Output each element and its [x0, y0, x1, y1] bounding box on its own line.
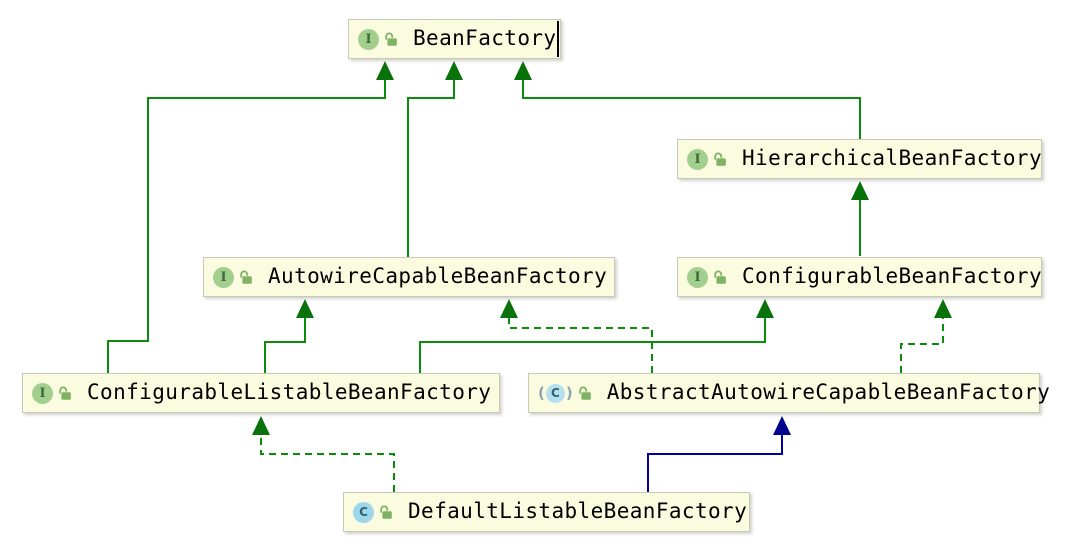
class-name-label: ConfigurableListableBeanFactory [87, 379, 492, 404]
edge-extends-configurablelistablebeanfactory-to-autowirecapablebeanfactory [264, 317, 306, 373]
unlocked-padlock-icon [238, 269, 254, 285]
unlocked-padlock-icon [383, 31, 399, 47]
class-node-defaultlistablebeanfactory[interactable]: C DefaultListableBeanFactory [343, 492, 750, 532]
inheritance-arrowhead-icon [756, 299, 774, 318]
edge-extends-defaultlistablebeanfactory-to-abstractautowirecapablebeanfactory [647, 434, 783, 492]
edge-implements-abstractautowirecapablebeanfactory-to-configurablebeanfactory [900, 317, 944, 373]
abstract-class-icon: ) [565, 383, 573, 402]
unlocked-padlock-icon [378, 504, 394, 520]
abstract-class-icon: C [545, 383, 565, 403]
inheritance-arrowhead-icon [376, 61, 394, 80]
edge-extends-hierarchicalbeanfactory-to-beanfactory [522, 80, 861, 139]
class-name-label: DefaultListableBeanFactory [408, 498, 748, 523]
unlocked-padlock-icon [577, 385, 593, 401]
inheritance-arrowhead-icon [252, 416, 270, 435]
inheritance-arrowhead-icon [851, 181, 869, 200]
class-node-configurablelistablebeanfactory[interactable]: I ConfigurableListableBeanFactory [22, 373, 500, 413]
class-node-abstractautowirecapablebeanfactory[interactable]: ( C ) AbstractAutowireCapableBeanFactory [528, 373, 1050, 413]
unlocked-padlock-icon [57, 385, 73, 401]
text-caret [557, 21, 559, 57]
unlocked-padlock-icon [712, 151, 728, 167]
interface-icon: I [358, 28, 379, 50]
class-node-beanfactory[interactable]: I BeanFactory [348, 19, 561, 59]
inheritance-arrowhead-icon [500, 299, 518, 318]
edge-implements-defaultlistablebeanfactory-to-configurablelistablebeanfactory [260, 434, 395, 492]
class-icon: C [353, 501, 374, 523]
unlocked-padlock-icon [712, 269, 728, 285]
abstract-class-icon: ( [538, 383, 545, 402]
class-name-label: HierarchicalBeanFactory [742, 145, 1042, 170]
class-name-label: BeanFactory [413, 25, 557, 50]
edge-extends-configurablelistablebeanfactory-to-beanfactory [107, 80, 386, 373]
interface-icon: I [213, 266, 234, 288]
class-name-label: ConfigurableBeanFactory [742, 263, 1042, 288]
class-node-autowirecapablebeanfactory[interactable]: I AutowireCapableBeanFactory [203, 257, 615, 297]
interface-icon: I [32, 382, 53, 404]
edge-extends-configurablelistablebeanfactory-to-configurablebeanfactory [419, 317, 766, 373]
class-name-label: AbstractAutowireCapableBeanFactory [606, 379, 1051, 404]
class-node-configurablebeanfactory[interactable]: I ConfigurableBeanFactory [677, 257, 1042, 297]
inheritance-arrowhead-icon [934, 299, 952, 318]
interface-icon: I [687, 148, 708, 170]
inheritance-arrowhead-icon [514, 61, 532, 80]
inheritance-arrowhead-icon [773, 416, 791, 435]
inheritance-arrowhead-icon [296, 299, 314, 318]
edge-extends-autowirecapablebeanfactory-to-beanfactory [407, 80, 455, 257]
class-name-label: AutowireCapableBeanFactory [268, 263, 608, 288]
class-node-hierarchicalbeanfactory[interactable]: I HierarchicalBeanFactory [677, 139, 1042, 179]
inheritance-arrowhead-icon [445, 61, 463, 80]
interface-icon: I [687, 266, 708, 288]
edge-implements-abstractautowirecapablebeanfactory-to-autowirecapablebeanfactory [508, 317, 653, 373]
